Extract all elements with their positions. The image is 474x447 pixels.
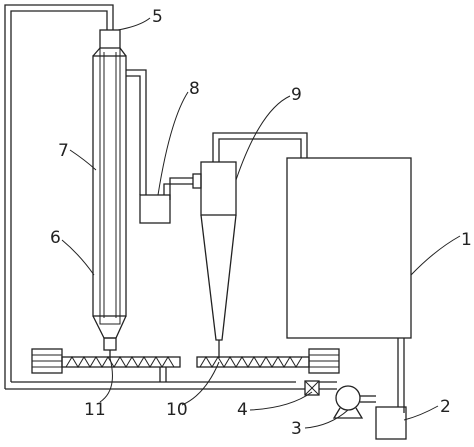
big-tank xyxy=(286,157,412,413)
column-top-cap xyxy=(99,29,121,49)
label-4: 4 xyxy=(237,400,248,420)
label-5: 5 xyxy=(152,7,163,27)
label-1: 1 xyxy=(461,230,472,250)
screw-conveyor-10 xyxy=(196,348,340,374)
pump xyxy=(332,385,376,419)
cyclone-separator xyxy=(200,132,308,358)
outer-return-pipe xyxy=(4,4,305,390)
screw-conveyor-11 xyxy=(31,348,181,382)
pipe-column-to-tank8 xyxy=(126,69,147,195)
pipe-tank8-to-cyclone xyxy=(163,173,202,200)
label-10: 10 xyxy=(166,400,188,420)
leader-lines xyxy=(61,17,461,429)
valve xyxy=(304,380,337,396)
small-tank xyxy=(139,194,171,224)
label-3: 3 xyxy=(291,419,302,439)
label-2: 2 xyxy=(440,397,451,417)
label-6: 6 xyxy=(50,228,61,248)
label-11: 11 xyxy=(84,400,106,420)
label-9: 9 xyxy=(291,85,302,105)
main-column xyxy=(92,47,127,358)
label-7: 7 xyxy=(58,141,69,161)
small-box xyxy=(375,406,407,440)
label-8: 8 xyxy=(189,79,200,99)
